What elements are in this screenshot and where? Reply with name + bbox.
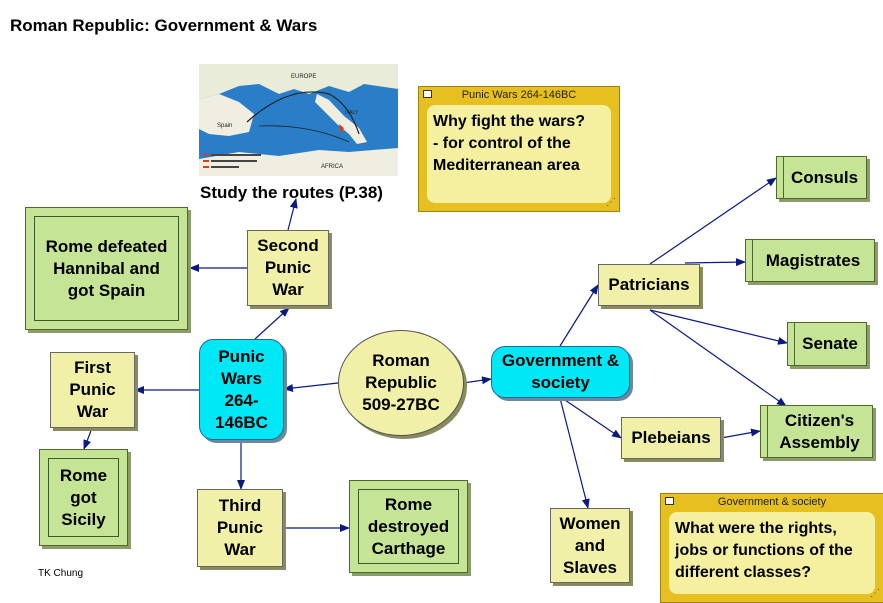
node-magistrates[interactable]: Magistrates: [745, 239, 875, 282]
note-body: Why fight the wars? - for control of the…: [427, 105, 611, 203]
arrow-first-to-sicily: [83, 427, 93, 450]
node-label: Rome defeated Hannibal and got Spain: [45, 236, 168, 300]
arrow-gov-to-patricians: [559, 284, 599, 347]
node-roman-republic[interactable]: Roman Republic 509-27BC: [338, 330, 464, 436]
note-government-society[interactable]: Government & society What were the right…: [660, 493, 883, 603]
node-label: Third Punic War: [216, 496, 264, 559]
node-first-punic-war[interactable]: First Punic War: [50, 352, 135, 428]
resize-grip-icon[interactable]: ⋰: [870, 588, 880, 599]
arrow-second-to-map: [287, 198, 298, 231]
node-label: Plebeians: [631, 428, 711, 447]
node-women-and-slaves[interactable]: Women and Slaves: [550, 508, 630, 583]
node-punic-wars[interactable]: Punic Wars 264-146BC: [199, 339, 284, 440]
map-label-italy: ITALY: [345, 110, 359, 116]
node-rome-got-sicily[interactable]: Rome got Sicily: [39, 449, 128, 546]
arrow-republic-to-government: [462, 376, 492, 385]
page-title: Roman Republic: Government & Wars: [10, 16, 318, 35]
node-label: Patricians: [608, 275, 690, 294]
arrow-patricians-to-magistrates: [684, 258, 746, 267]
map-label-spain: Spain: [217, 123, 232, 129]
arrow-gov-to-women: [559, 397, 590, 509]
arrow-patricians-to-consuls: [649, 177, 777, 265]
node-plebeians[interactable]: Plebeians: [621, 417, 721, 459]
node-patricians[interactable]: Patricians: [598, 264, 700, 306]
arrow-gov-to-plebeians: [561, 397, 622, 439]
note-punic-wars[interactable]: Punic Wars 264-146BC Why fight the wars?…: [418, 86, 620, 212]
node-citizens-assembly[interactable]: Citizen's Assembly: [760, 405, 873, 458]
note-collapse-icon[interactable]: [665, 497, 674, 505]
node-label: First Punic War: [69, 358, 116, 421]
map-label-europe: EUROPE: [291, 74, 316, 80]
arrow-punic-to-second: [254, 307, 290, 340]
resize-grip-icon[interactable]: ⋰: [606, 197, 616, 208]
node-government-society[interactable]: Government & society: [491, 346, 630, 398]
node-label: Punic Wars 264-146BC: [215, 346, 268, 432]
note-header: Government & society: [717, 496, 827, 508]
arrow-patricians-to-assembly: [649, 309, 787, 407]
node-label: Roman Republic 509-27BC: [362, 351, 440, 414]
node-second-punic-war[interactable]: Second Punic War: [247, 230, 329, 306]
note-collapse-icon[interactable]: [423, 90, 432, 98]
arrow-plebeians-to-assembly: [720, 428, 761, 439]
node-label: Second Punic War: [257, 236, 319, 299]
note-header: Punic Wars 264-146BC: [461, 89, 577, 101]
node-rome-destroyed-carthage[interactable]: Rome destroyed Carthage: [349, 480, 468, 573]
node-label: Citizen's Assembly: [779, 410, 860, 452]
node-label: Rome got Sicily: [59, 465, 108, 529]
arrow-patricians-to-senate: [649, 309, 788, 345]
arrow-republic-to-punic: [283, 382, 339, 392]
node-label: Consuls: [790, 167, 859, 187]
node-third-punic-war[interactable]: Third Punic War: [197, 489, 283, 567]
node-label: Magistrates: [765, 250, 861, 270]
node-label: Women and Slaves: [559, 513, 621, 577]
node-consuls[interactable]: Consuls: [776, 156, 867, 199]
node-senate[interactable]: Senate: [787, 322, 867, 366]
map-label-africa: AFRICA: [321, 164, 343, 170]
node-rome-defeated-hannibal[interactable]: Rome defeated Hannibal and got Spain: [25, 207, 188, 330]
note-body: What were the rights, jobs or functions …: [669, 512, 875, 594]
node-label: Senate: [802, 334, 858, 353]
node-label: Government & society: [501, 351, 620, 392]
author-credit: TK Chung: [38, 568, 84, 579]
mediterranean-map-image: EUROPE Spain AFRICA ITALY: [199, 64, 398, 176]
node-label: Rome destroyed Carthage: [367, 494, 450, 558]
map-caption: Study the routes (P.38): [200, 183, 383, 202]
